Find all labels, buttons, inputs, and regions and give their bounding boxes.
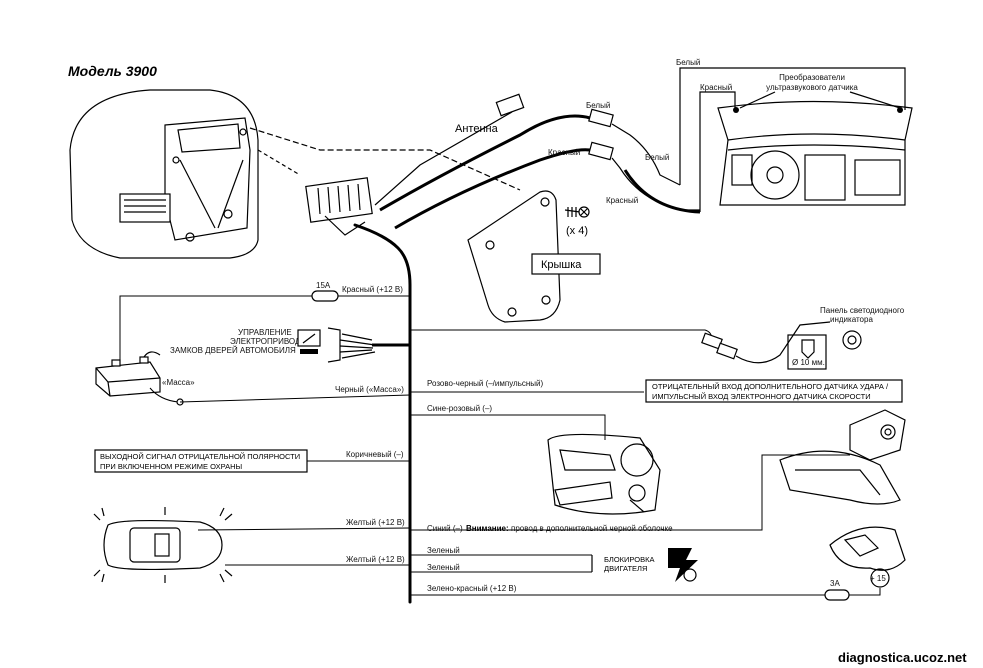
blue-attention-label: Внимание: xyxy=(466,524,509,533)
output-box-line-2: ПРИ ВКЛЮЧЕННОМ РЕЖИМЕ ОХРАНЫ xyxy=(100,462,243,471)
alarm-unit xyxy=(69,89,521,259)
shock-box-line-1: ОТРИЦАТЕЛЬНЫЙ ВХОД ДОПОЛНИТЕЛЬНОГО ДАТЧИ… xyxy=(652,382,889,391)
main-connector xyxy=(305,177,373,236)
output-box-line-1: ВЫХОДНОЙ СИГНАЛ ОТРИЦАТЕЛЬНОЙ ПОЛЯРНОСТИ xyxy=(100,452,300,461)
model-title: Модель 3900 xyxy=(68,63,157,79)
green-red-label: Зелено-красный (+12 В) xyxy=(427,584,517,593)
immobilizer: Зеленый Зеленый БЛОКИРОВКА ДВИГАТЕЛЯ xyxy=(410,546,698,582)
watermark: diagnostica.ucoz.net xyxy=(838,650,967,665)
red-b-label: Красный xyxy=(606,196,638,205)
locks-label-3: ЗАМКОВ ДВЕРЕЙ АВТОМОБИЛЯ xyxy=(170,346,296,355)
blue-note-label: провод в дополнительной черной оболочке xyxy=(511,524,673,533)
screws-label: (x 4) xyxy=(566,225,588,237)
green2-label: Зеленый xyxy=(427,563,460,572)
locks-label-1: УПРАВЛЕНИЕ xyxy=(238,328,292,337)
red-12v-label: Красный (+12 В) xyxy=(342,285,403,294)
blue-pink-wire: Сине-розовый (–) xyxy=(410,404,661,515)
led-hole-label: Ø 10 мм. xyxy=(792,358,825,367)
immobilizer-label-2: ДВИГАТЕЛЯ xyxy=(604,564,647,573)
transducers-label-2: ультразвукового датчика xyxy=(766,83,858,92)
shock-box-line-2: ИМПУЛЬСНЫЙ ВХОД ЭЛЕКТРОННОГО ДАТЧИКА СКО… xyxy=(652,392,871,401)
green1-label: Зеленый xyxy=(427,546,460,555)
brown-wire: ВЫХОДНОЙ СИГНАЛ ОТРИЦАТЕЛЬНОЙ ПОЛЯРНОСТИ… xyxy=(94,449,410,473)
red-top-label: Красный xyxy=(700,83,732,92)
yellow2-label: Желтый (+12 В) xyxy=(346,555,405,564)
power-wire: 15A Красный (+12 В) xyxy=(119,281,410,365)
black-ground-label: Черный («Масса») xyxy=(335,385,404,394)
red-a-label: Красный xyxy=(548,148,580,157)
blue-pink-label: Сине-розовый (–) xyxy=(427,404,492,413)
pink-black-label: Розово-черный (–/импульсный) xyxy=(427,379,544,388)
brown-label: Коричневый (–) xyxy=(346,450,404,459)
ignition: 3A + 15 Зелено-красный (+12 В) xyxy=(410,526,906,601)
screw: (x 4) xyxy=(564,206,590,237)
locks-label-2: ЭЛЕКТРОПРИВОДАМИ xyxy=(230,337,318,346)
car-interior: Преобразователи ультразвукового датчика xyxy=(717,73,913,206)
immobilizer-label-1: БЛОКИРОВКА xyxy=(604,555,654,564)
white-top-label: Белый xyxy=(676,58,700,67)
ultrasonic-cables: Белый Красный Белый Красный Белый Красны… xyxy=(379,58,906,230)
yellow1-label: Желтый (+12 В) xyxy=(346,518,405,527)
blue-label: Синий (–) xyxy=(427,524,463,533)
ground-wire: «Масса» Черный («Масса») xyxy=(149,378,411,406)
antenna: Антенна xyxy=(374,93,525,206)
led-panel-label-1: Панель светодиодного xyxy=(820,306,905,315)
pink-black-wire: Розово-черный (–/импульсный) ОТРИЦАТЕЛЬН… xyxy=(410,379,903,403)
white-b-label: Белый xyxy=(645,153,669,162)
ground-tag: «Масса» xyxy=(162,378,195,387)
plus15-label: + 15 xyxy=(870,574,886,583)
hood-switch: Синий (–) Внимание: провод в дополнитель… xyxy=(410,409,906,533)
antenna-label: Антенна xyxy=(455,123,499,135)
led-indicator: Панель светодиодного индикатора Ø 10 мм. xyxy=(410,306,905,370)
cover: Крышка xyxy=(467,190,601,323)
main-harness xyxy=(353,223,412,604)
transducers-label-1: Преобразователи xyxy=(779,73,845,82)
fuse-15a-label: 15A xyxy=(316,281,331,290)
battery xyxy=(95,351,161,397)
white-a-label: Белый xyxy=(586,101,610,110)
car-top-view: Желтый (+12 В) Желтый (+12 В) xyxy=(93,507,411,583)
led-panel-label-2: индикатора xyxy=(830,315,873,324)
ign-fuse-label: 3A xyxy=(830,579,840,588)
door-locks: УПРАВЛЕНИЕ ЭЛЕКТРОПРИВОДАМИ ЗАМКОВ ДВЕРЕ… xyxy=(170,327,410,363)
cover-label: Крышка xyxy=(541,259,582,271)
